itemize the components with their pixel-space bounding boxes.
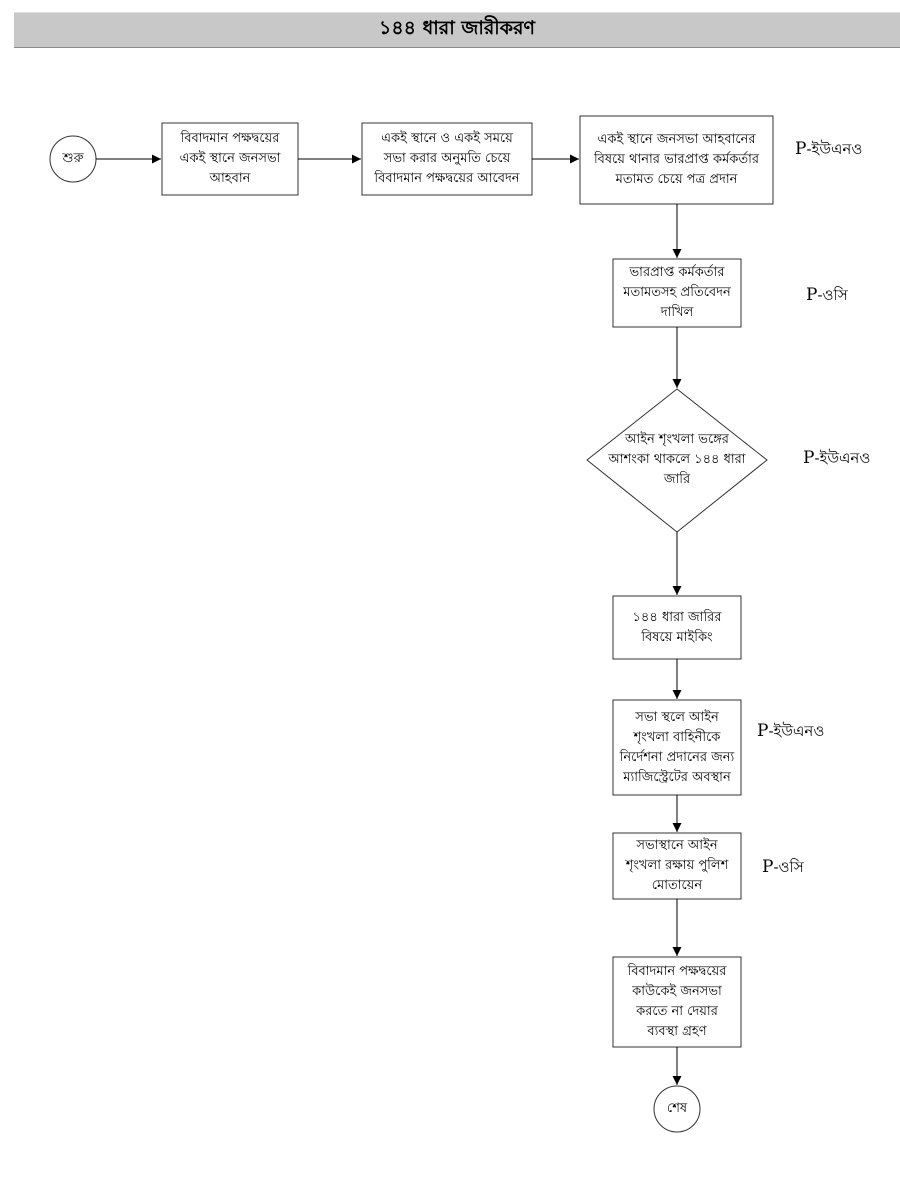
start-node-label: শুরু [62,151,84,166]
role-p: P [757,721,769,741]
role-text: -ইউএনও [768,722,825,740]
role-label-3: P-ইউএনও [803,447,870,472]
end-node-label: শেষ [666,1101,688,1116]
role-label-1: P-ইউএনও [795,138,862,163]
role-p: P [806,285,818,305]
role-text: -ইউএনও [814,449,871,467]
box-3-text: একই স্থানে জনসভা আহবানের বিষয়ে থানার ভা… [593,132,760,187]
box-6-text: সভা স্থলে আইন শৃংখলা বাহিনীকে নির্দেশনা … [619,709,735,785]
role-text: -ওসি [817,286,848,304]
box-4-text: ভারপ্রাপ্ত কর্মকর্তার মতামতসহ প্রতিবেদন … [623,265,731,320]
title-bar: ১৪৪ ধারা জারীকরণ [14,12,900,48]
role-p: P [803,448,815,468]
box-3-shape [579,115,774,205]
box-2-text: একই স্থানে ও একই সময়ে সভা করার অনুমতি চ… [374,131,520,186]
role-text: -ওসি [773,858,804,876]
end-node-shape [653,1085,701,1133]
role-p: P [762,857,774,877]
role-label-4: P-ইউএনও [757,720,824,745]
box-4-shape [612,258,742,328]
box-8-text: বিবাদমান পক্ষদ্বয়ের কাউকেই জনসভা করতে ন… [627,964,727,1039]
role-label-2: P-ওসি [806,284,848,309]
box-1-shape [161,122,299,196]
role-p: P [795,139,807,159]
box-2-shape [361,122,533,196]
decision-text: আইন শৃংখলা ভঙ্গের আশংকা থাকলে ১৪৪ ধারা জ… [608,432,746,487]
box-5-text: ১৪৪ ধারা জারির বিষয়ে মাইকিং [632,609,722,645]
box-7-text: সভাস্থানে আইন শৃংখলা রক্ষায় পুলিশ মোতায… [625,838,729,893]
role-text: -ইউএনও [806,140,863,158]
box-1-text: বিবাদমান পক্ষদ্বয়ের একই স্থানে জনসভা আহ… [179,131,281,186]
box-6-shape [612,699,742,796]
box-7-shape [612,832,742,900]
role-label-5: P-ওসি [762,856,804,881]
page-title: ১৪৪ ধারা জারীকরণ [379,17,535,39]
box-5-shape [612,595,742,660]
